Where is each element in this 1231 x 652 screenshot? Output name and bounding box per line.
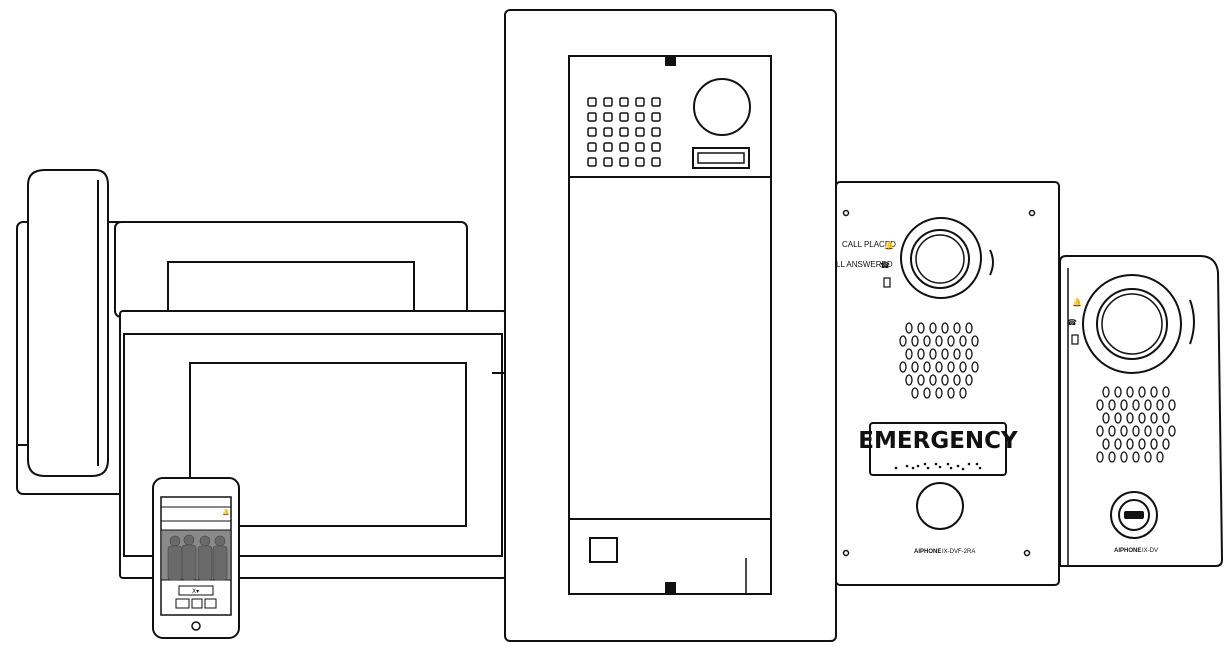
phone-unlock-button[interactable] (175, 598, 190, 609)
station-rear-panel (167, 261, 415, 318)
small-camera-inner (1101, 293, 1163, 355)
handset-answer-icon: ☎ (880, 261, 890, 270)
small-model: IX-DV (1142, 548, 1158, 554)
emergency-model: IX-DVF-2RA (942, 549, 975, 555)
small-handset-icon: ☎ (1067, 318, 1077, 327)
door-station (504, 9, 837, 642)
small-door-icon (1071, 334, 1079, 345)
emergency-screw-tr (1028, 209, 1036, 217)
phone-mic-button[interactable] (191, 598, 203, 609)
emergency-screw-br (1023, 549, 1031, 557)
call-answered-label: LL ANSWERED (836, 260, 893, 269)
door-speaker-grid (587, 97, 661, 167)
braille-dots (894, 462, 982, 471)
emergency-call-button[interactable] (916, 482, 964, 530)
small-station: 🔔 ☎ AIPHONE IX-DV (1059, 255, 1224, 567)
phone-bell-icon: 🔔 (222, 508, 230, 516)
emergency-screw-tl (842, 209, 850, 217)
phone-call-button[interactable] (178, 585, 214, 596)
video-monitor (119, 310, 507, 579)
small-speaker-grid (1096, 386, 1176, 463)
emergency-screw-bl (842, 549, 850, 557)
emergency-station: CALL PLACED 🔔 LL ANSWERED ☎ EMERGENCY AI… (835, 181, 1060, 586)
emergency-speaker-grid (899, 322, 979, 399)
small-led-arc (1189, 299, 1195, 345)
small-camera-lens (1096, 288, 1168, 360)
phone-home-button[interactable] (191, 621, 201, 631)
small-bell-icon: 🔔 (1072, 298, 1082, 307)
emergency-sign (869, 422, 1007, 476)
door-camera-lens (693, 78, 751, 136)
smartphone-app: 🔔 Ⅹ▾ (152, 477, 240, 639)
bell-icon: 🔔 (884, 241, 894, 250)
people-silhouettes (167, 534, 228, 581)
emergency-camera-inner (915, 234, 965, 284)
door-call-button-inner (697, 152, 745, 164)
small-brand: AIPHONE (1114, 548, 1141, 554)
emergency-sign-text: EMERGENCY (858, 428, 1018, 454)
small-call-button-label-plate (1124, 511, 1144, 519)
door-station-top-screw (665, 55, 676, 66)
emergency-brand: AIPHONE (914, 549, 941, 555)
door-station-panel (568, 55, 772, 595)
phone-call-button-label: Ⅹ▾ (192, 589, 199, 595)
handset-icon (27, 169, 109, 477)
emergency-camera-lens (910, 229, 970, 289)
door-card-reader (589, 537, 618, 563)
door-release-icon (883, 277, 891, 288)
emergency-led-arc (989, 249, 994, 276)
handset-station (16, 169, 468, 495)
phone-end-button[interactable] (204, 598, 217, 609)
call-placed-label: CALL PLACED (842, 240, 896, 249)
door-station-bottom-screw (665, 582, 676, 593)
